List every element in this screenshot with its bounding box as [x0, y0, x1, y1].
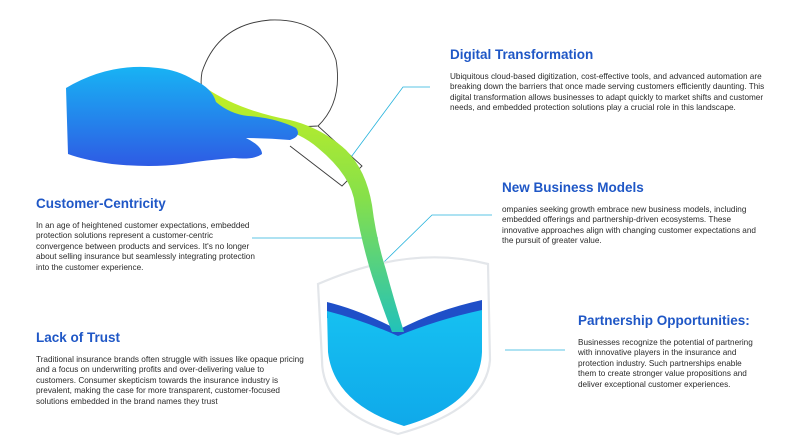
section-heading: Lack of Trust [36, 330, 121, 345]
section-new-business-models: New Business Models ompanies seeking gro… [502, 180, 772, 247]
liquid-stream-icon [196, 88, 404, 332]
shield-inner-band [327, 300, 482, 344]
connector-lines [252, 86, 565, 377]
section-body: Traditional insurance brands often strug… [36, 355, 304, 406]
connector-digital [339, 86, 430, 173]
section-body: ompanies seeking growth embrace new busi… [502, 205, 756, 246]
section-digital-transformation: Digital Transformation Ubiquitous cloud-… [450, 47, 770, 114]
section-heading: Partnership Opportunities: [578, 313, 750, 328]
section-body: Ubiquitous cloud-based digitization, cos… [450, 72, 765, 113]
section-partnership-opportunities: Partnership Opportunities: Businesses re… [578, 313, 778, 390]
section-heading: New Business Models [502, 180, 644, 195]
shield-icon [327, 310, 482, 426]
section-heading: Digital Transformation [450, 47, 594, 62]
section-body: In an age of heightened customer expecta… [36, 221, 255, 272]
section-body: Businesses recognize the potential of pa… [578, 338, 753, 389]
section-lack-of-trust: Lack of Trust Traditional insurance bran… [36, 330, 336, 407]
hand-pouring-icon [66, 66, 298, 166]
section-customer-centricity: Customer-Centricity In an age of heighte… [36, 196, 276, 273]
connector-newbiz [383, 214, 492, 263]
section-heading: Customer-Centricity [36, 196, 166, 211]
